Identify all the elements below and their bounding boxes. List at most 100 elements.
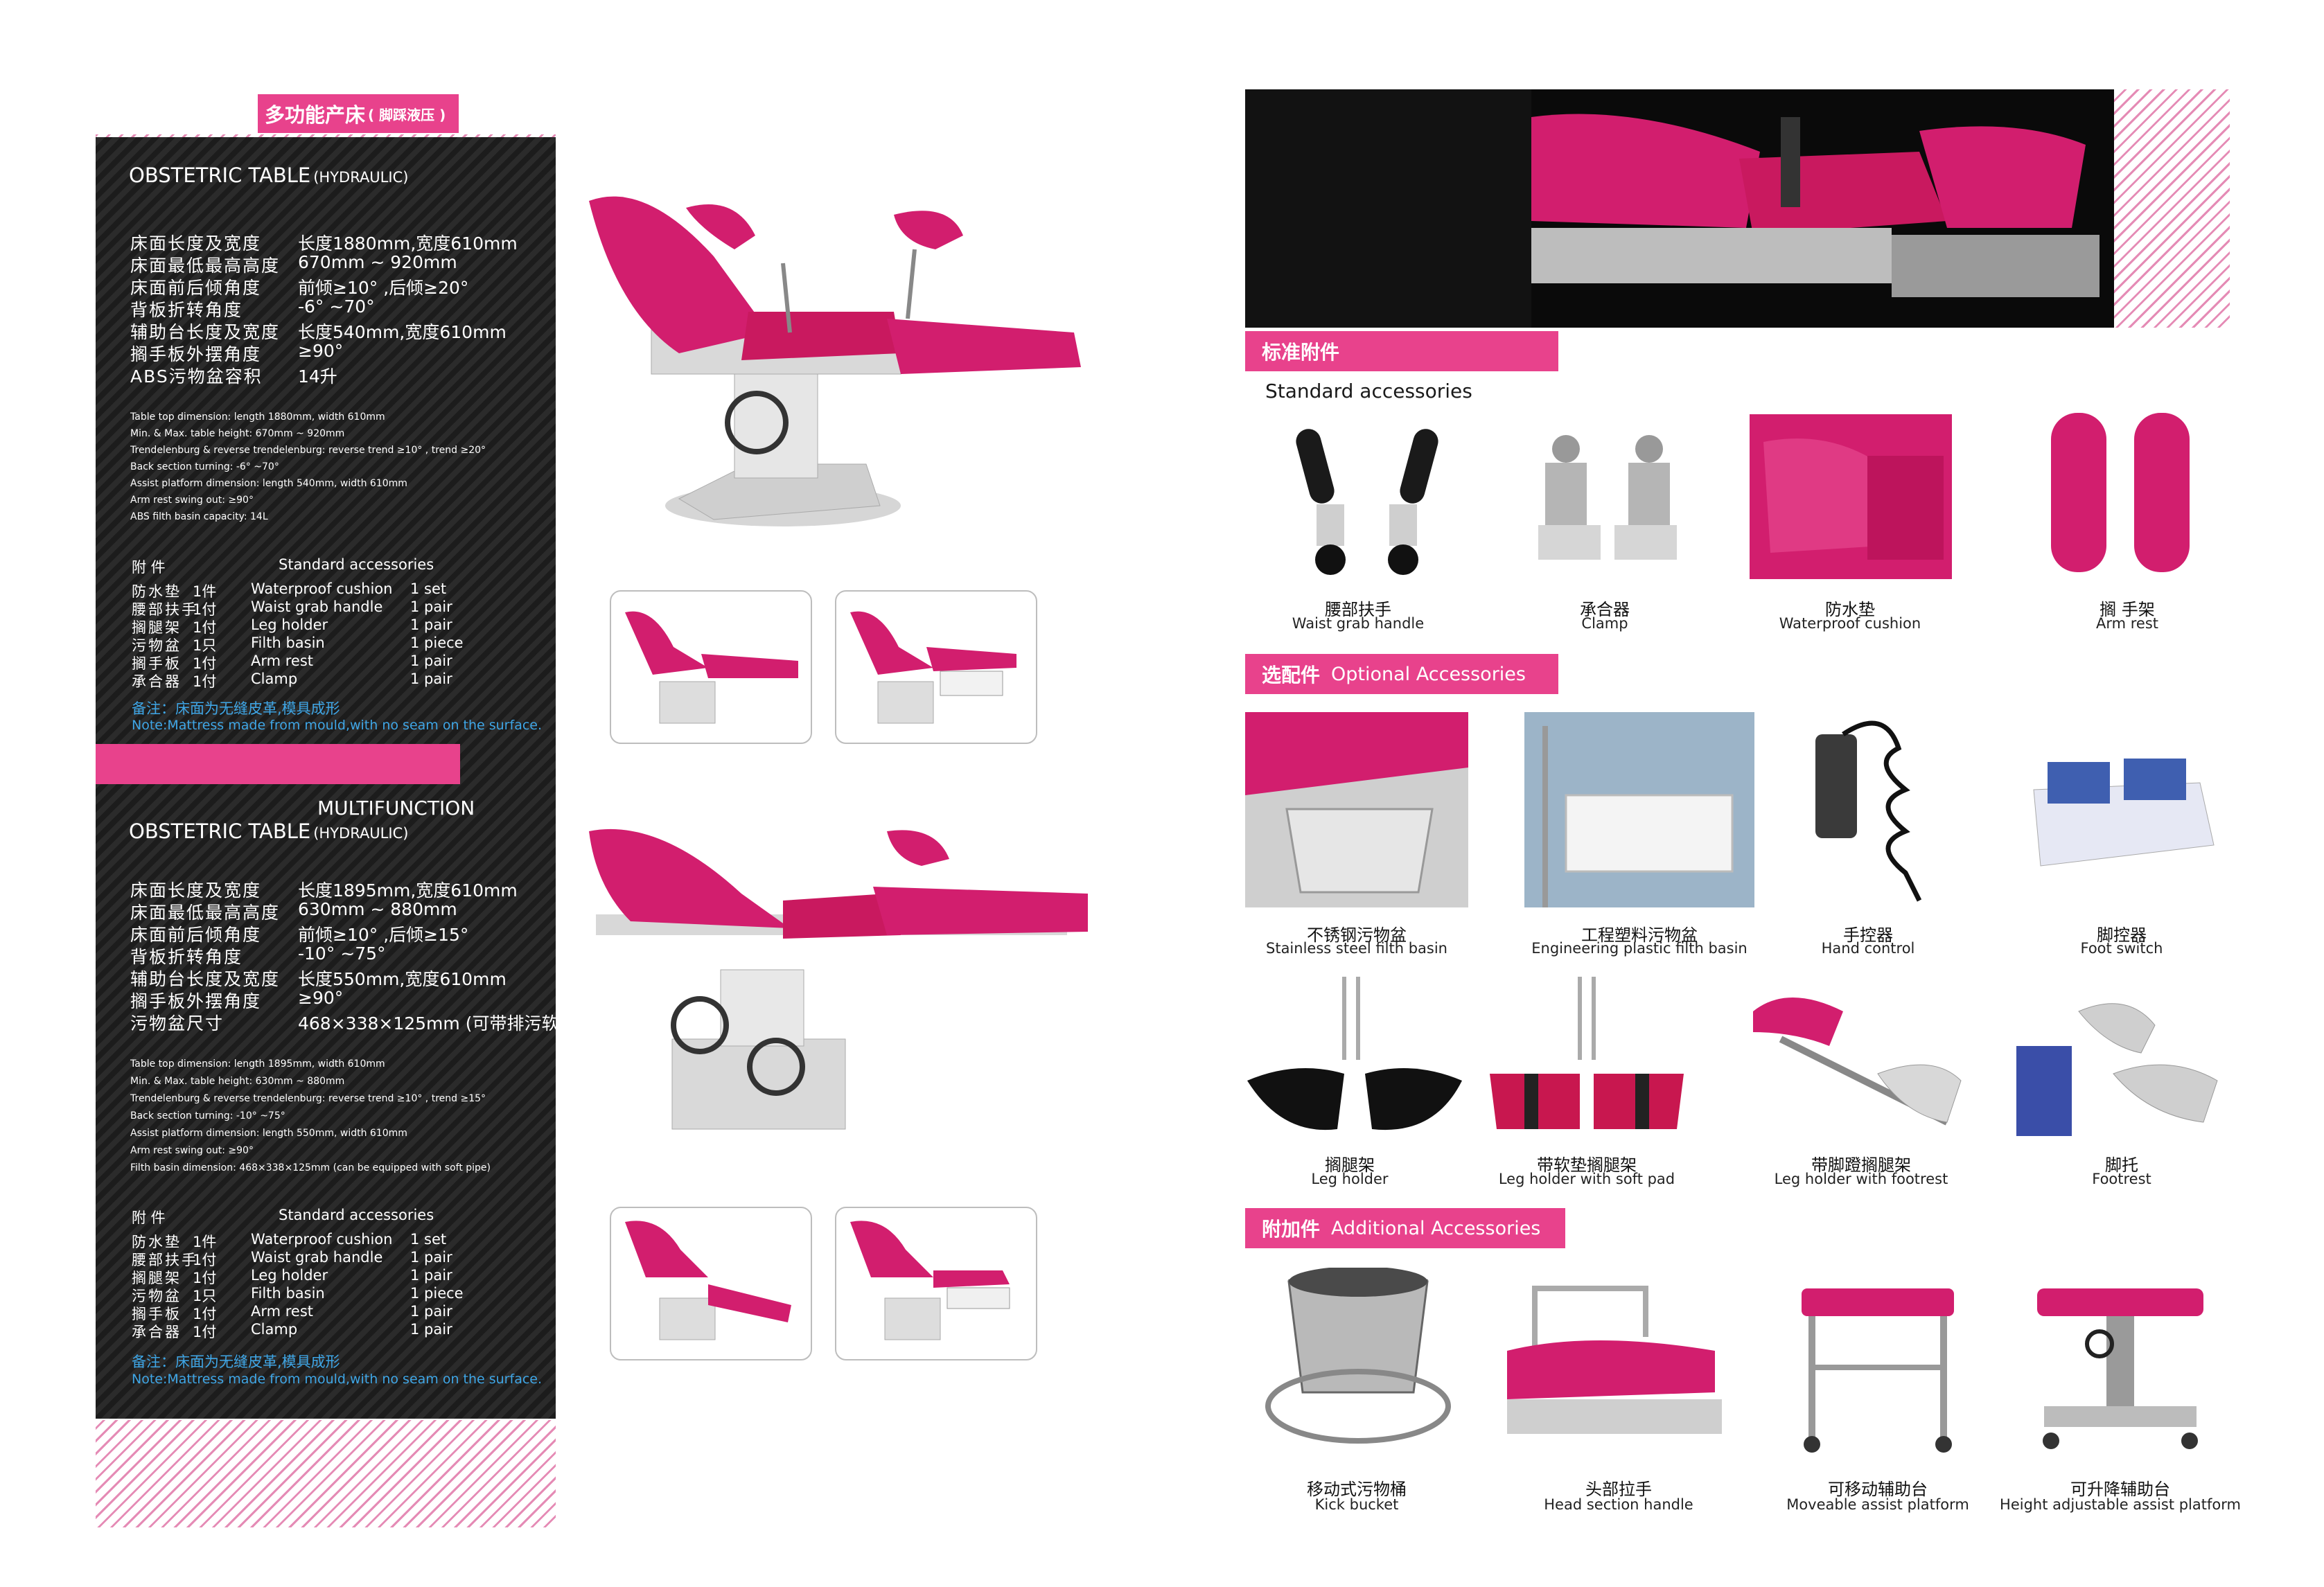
thumbnail-1-image [625, 611, 798, 724]
product2-title-line1: MULTIFUNCTION [317, 797, 475, 819]
waist-grab-handle-image [1296, 429, 1438, 575]
caption-en: Arm rest [2095, 615, 2159, 632]
caption-en: Head section handle [1544, 1496, 1693, 1513]
caption-cn: 可升降辅助台 [2070, 1480, 2170, 1499]
product-tag: 多功能产床 ( 脚踩液压 ) [258, 94, 459, 133]
caption-en: Leg holder [1311, 1171, 1389, 1187]
spec-row: 背板折转角度-6° ~70° [130, 296, 375, 320]
caption-cn: 可移动辅助台 [1828, 1480, 1928, 1499]
thumbnail-3-image [625, 1221, 791, 1340]
caption-en: Leg holder with soft pad [1498, 1171, 1675, 1187]
spec-row: 背板折转角度-10° ~75° [130, 943, 386, 967]
caption-cn: 手控器 [1843, 925, 1893, 945]
bottom-left-hatch [96, 1420, 556, 1527]
caption-cn: 搁腿架 [1325, 1155, 1375, 1175]
caption-en: Waist grab handle [1292, 615, 1425, 632]
caption-cn: 承合器 [1580, 600, 1630, 619]
kick-bucket-image [1265, 1268, 1451, 1444]
thumbnail-4-image [850, 1221, 1010, 1340]
hero-closeup-photo [1531, 89, 2114, 328]
thumbnail-3 [610, 1207, 812, 1360]
height-adjustable-platform-image [2037, 1288, 2203, 1449]
spec-row: 床面长度及宽度长度1895mm,宽度610mm [130, 880, 518, 901]
caption-cn: 带软垫搁腿架 [1537, 1155, 1637, 1175]
thumbnail-1 [610, 590, 812, 744]
caption-en: Clamp [1581, 615, 1628, 632]
obstetric-table-photo-1 [589, 196, 1081, 526]
caption-en: Foot switch [2080, 940, 2163, 957]
head-section-handle-image [1507, 1286, 1722, 1434]
waterproof-cushion-image [1750, 414, 1952, 579]
product-tag-sub: ( 脚踩液压 ) [368, 106, 446, 123]
hero-hatch [2114, 89, 2230, 328]
caption-cn: 头部拉手 [1585, 1480, 1652, 1499]
caption-cn: 脚控器 [2097, 925, 2147, 945]
spec-row: 床面长度及宽度长度1880mm,宽度610mm [130, 233, 518, 254]
spec-row: 辅助台长度及宽度长度540mm,宽度610mm [130, 322, 507, 342]
leg-holder-footrest-image [1753, 998, 1962, 1126]
leg-holder-soft-pad-image [1490, 977, 1684, 1129]
spec-row: 搁手板外摆角度≥90° [130, 341, 344, 364]
caption-en: Footrest [2092, 1171, 2151, 1187]
hand-control-image [1815, 720, 1922, 902]
caption-cn: 防水垫 [1825, 600, 1875, 619]
spec-row: 辅助台长度及宽度长度550mm,宽度610mm [130, 969, 507, 989]
moveable-assist-platform-image [1802, 1288, 1954, 1453]
spec-row: 床面前后倾角度前倾≥10° ,后倾≥20° [130, 278, 469, 298]
plastic-basin-image [1524, 712, 1754, 907]
caption-en: Hand control [1821, 940, 1915, 957]
spec-row: 搁手板外摆角度≥90° [130, 988, 344, 1011]
caption-cn: 脚托 [2105, 1155, 2138, 1175]
product1-note-en: Note:Mattress made from mould,with no se… [132, 718, 543, 733]
pink-band [96, 744, 460, 784]
product2-note-cn: 备注：床面为无缝皮革,模具成形 [132, 1354, 340, 1370]
thumbnail-4 [835, 1207, 1037, 1360]
caption-cn: 腰部扶手 [1325, 600, 1391, 619]
foot-switch-image [2033, 759, 2215, 867]
caption-en: Moveable assist platform [1786, 1496, 1969, 1513]
arm-rest-image [2051, 413, 2190, 572]
caption-en: Height adjustable assist platform [2000, 1496, 2241, 1513]
caption-en: Waterproof cushion [1779, 615, 1921, 632]
caption-cn: 移动式污物桶 [1307, 1480, 1407, 1499]
product2-title: OBSTETRIC TABLE(HYDRAULIC) [129, 819, 409, 843]
obstetric-table-photo-2 [589, 828, 1088, 1130]
product1-title: OBSTETRIC TABLE(HYDRAULIC) [129, 163, 409, 187]
clamp-image [1538, 435, 1677, 560]
thumbnail-2 [835, 590, 1037, 744]
standard-accessories-tag: 标准附件 [1245, 331, 1558, 371]
caption-cn: 搁 手架 [2099, 600, 2155, 619]
footrest-image [2016, 1003, 2218, 1136]
caption-en: Engineering plastic filth basin [1531, 940, 1748, 957]
product-tag-cn: 多功能产床 [265, 103, 366, 127]
spec-row: 床面前后倾角度前倾≥10° ,后倾≥15° [130, 925, 469, 945]
caption-en: Leg holder with footrest [1774, 1171, 1948, 1187]
standard-accessories-title: Standard accessories [1265, 380, 1472, 402]
caption-cn: 工程塑料污物盆 [1581, 925, 1698, 945]
leg-holder-image [1247, 977, 1462, 1131]
product2-note-en: Note:Mattress made from mould,with no se… [132, 1372, 543, 1387]
caption-cn: 不锈钢污物盆 [1307, 925, 1407, 945]
stainless-steel-basin-image [1245, 712, 1468, 907]
thumbnail-2-image [850, 611, 1016, 724]
caption-cn: 带脚蹬搁腿架 [1811, 1155, 1911, 1175]
